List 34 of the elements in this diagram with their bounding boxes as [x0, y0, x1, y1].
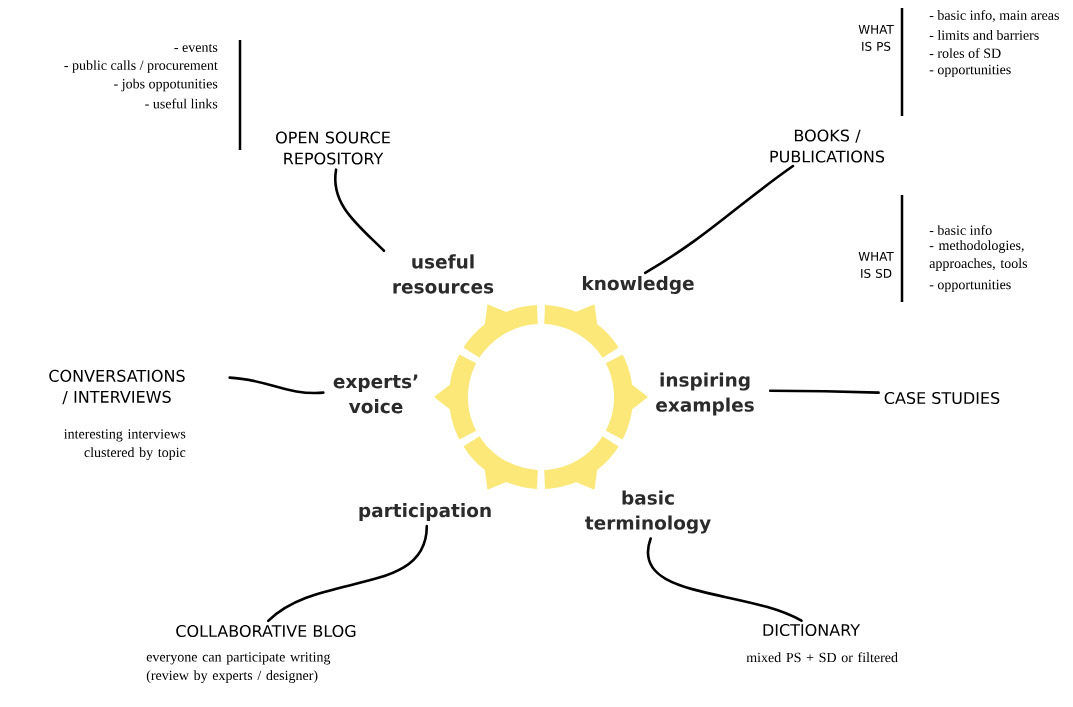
topic-label: DICTIONARY	[763, 623, 861, 637]
connector-line	[646, 537, 803, 623]
topic-label: basic terminology	[585, 490, 711, 534]
topic-label: CONVERSATIONS / INTERVIEWS	[49, 369, 185, 405]
section-label: WHAT IS PS	[858, 25, 894, 51]
list-item: - methodologies, approaches, tools	[929, 240, 1028, 271]
note-text: interesting interviews clustered by topic	[64, 429, 186, 460]
topic-label: experts’ voice	[333, 374, 418, 414]
list-item: - basic info, main areas	[929, 10, 1059, 22]
topic-label: participation	[359, 503, 491, 521]
note-text: - useful links	[145, 98, 218, 109]
topic-label: knowledge	[582, 275, 694, 295]
topic-label: CASE STUDIES	[884, 391, 1000, 405]
connector-line	[333, 168, 386, 252]
note-text: - public calls / procurement	[64, 60, 218, 73]
note-text: - jobs oppotunities	[114, 78, 218, 92]
connector-line	[266, 524, 429, 623]
topic-label: useful resources	[393, 254, 494, 294]
list-item: - basic info	[929, 225, 992, 235]
list-item: - roles of SD	[929, 48, 1001, 58]
topic-label: BOOKS / PUBLICATIONS	[770, 129, 885, 163]
topic-label: inspiring examples	[656, 372, 754, 416]
topic-label: OPEN SOURCE REPOSITORY	[276, 131, 390, 165]
connector-line	[228, 376, 325, 395]
connector-line	[768, 389, 880, 394]
note-text: mixed PS + SD or filtered	[746, 652, 898, 663]
connector-line	[643, 164, 795, 275]
topic-label: COLLABORATIVE BLOG	[176, 624, 356, 638]
list-item: - opportunities	[929, 279, 1011, 293]
note-text: - events	[174, 44, 218, 52]
section-label: WHAT IS SD	[858, 252, 894, 278]
note-text: everyone can participate writing (review by experts / designer)	[146, 652, 331, 683]
list-item: - opportunities	[929, 64, 1011, 78]
list-item: - limits and barriers	[929, 30, 1039, 40]
